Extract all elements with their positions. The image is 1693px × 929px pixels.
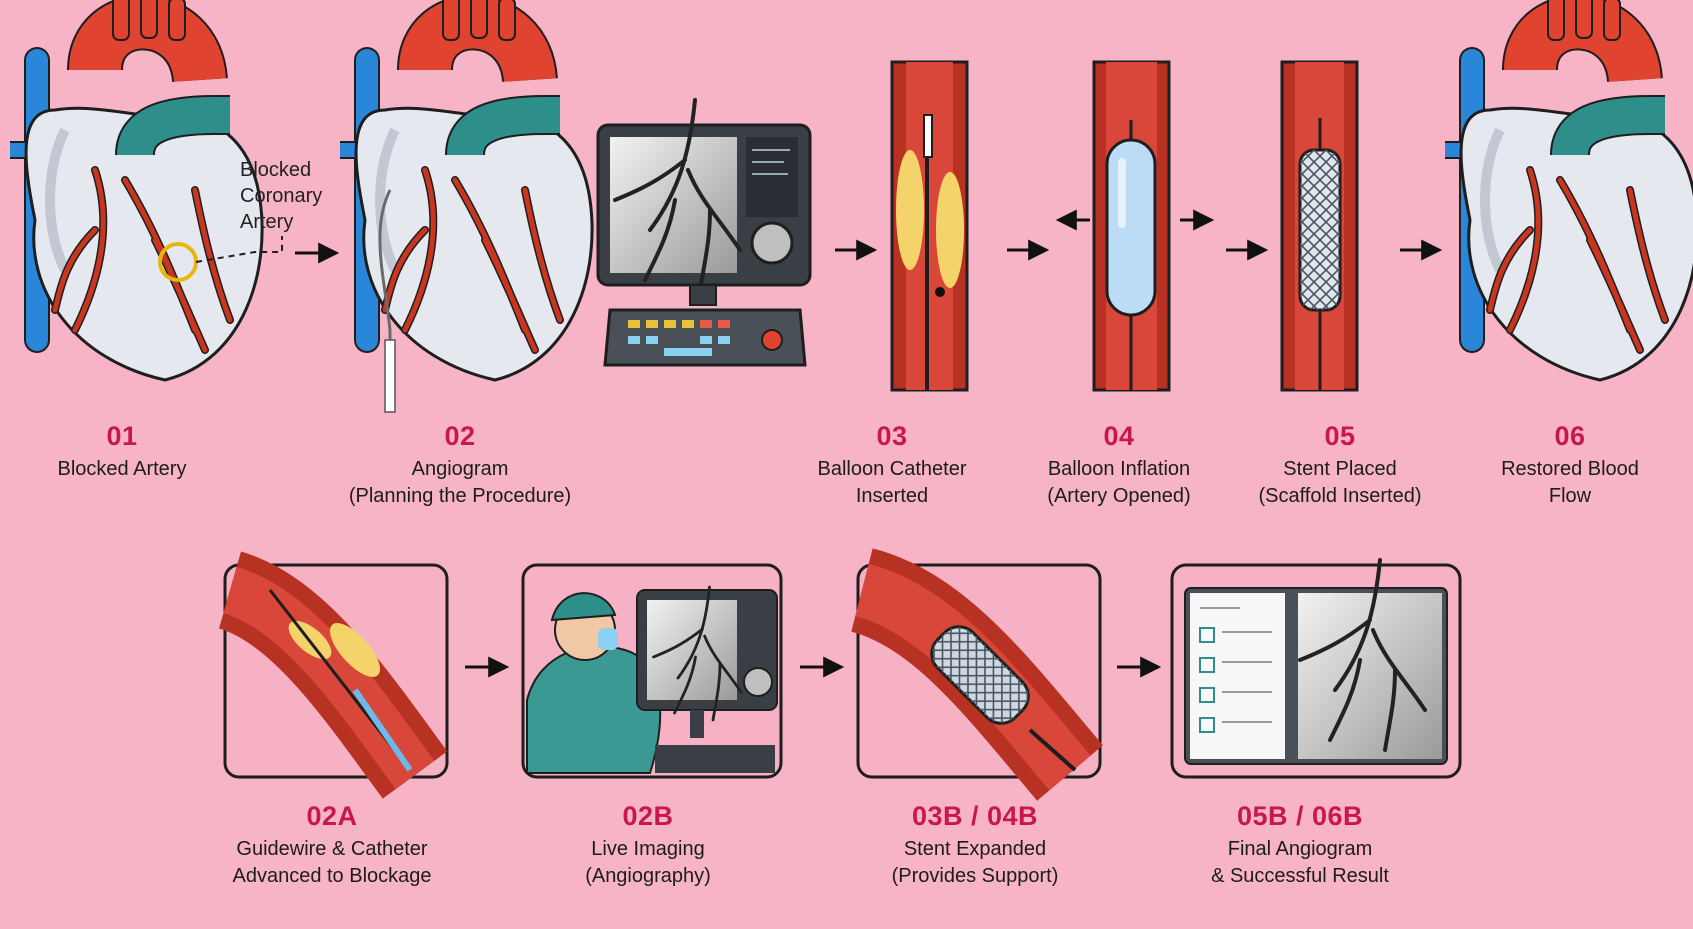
step-caption: Live Imaging (Angiography) (585, 838, 711, 887)
angiography-workstation-illustration (596, 98, 812, 367)
step-caption: Stent Expanded (Provides Support) (891, 838, 1059, 887)
step-03b-04b: 03B / 04B Stent Expanded (Provides Suppo… (892, 800, 1059, 890)
step-number: 04 (1103, 421, 1135, 451)
step-caption: Final Angiogram & Successful Result (1211, 838, 1389, 887)
step-number: 05 (1324, 421, 1356, 451)
step-number: 06 (1554, 421, 1586, 451)
panel-stent-expanded-illustration (849, 548, 1103, 801)
step-caption: Balloon Inflation (Artery Opened) (1047, 458, 1191, 507)
vessel-catheter-illustration (890, 60, 969, 392)
step-caption: Stent Placed (Scaffold Inserted) (1258, 458, 1422, 507)
step-number: 03B / 04B (911, 801, 1039, 831)
step-number: 01 (106, 421, 138, 451)
step-caption: Guidewire & Catheter Advanced to Blockag… (232, 838, 432, 887)
step-02: 02 Angiogram (Planning the Procedure) (349, 420, 571, 510)
step-02a: 02A Guidewire & Catheter Advanced to Blo… (232, 800, 431, 890)
step-caption: Balloon Catheter Inserted (817, 458, 967, 507)
vessel-stent-illustration (1280, 60, 1359, 392)
step-05b-06b: 05B / 06B Final Angiogram & Successful R… (1211, 800, 1389, 890)
step-02b: 02B Live Imaging (Angiography) (585, 800, 711, 890)
step-04: 04 Balloon Inflation (Artery Opened) (1047, 420, 1190, 510)
heart-restored-illustration (1445, 0, 1693, 380)
heart-angiogram-illustration (340, 0, 592, 380)
step-number: 02B (622, 801, 674, 831)
catheter-line (378, 189, 392, 412)
step-number: 02 (444, 421, 476, 451)
panel-guidewire-illustration (217, 551, 449, 799)
heart-blocked-illustration (10, 0, 262, 380)
step-03: 03 Balloon Catheter Inserted (818, 420, 967, 510)
panel-live-imaging-illustration (521, 563, 783, 779)
step-number: 03 (876, 421, 908, 451)
vessel-balloon-illustration (1092, 60, 1171, 392)
step-caption: Restored Blood Flow (1501, 458, 1639, 507)
step-05: 05 Stent Placed (Scaffold Inserted) (1258, 420, 1421, 510)
step-caption: Angiogram (Planning the Procedure) (348, 458, 572, 507)
blocked-artery-callout: Blocked Coronary Artery (240, 159, 323, 233)
panel-final-angiogram-illustration (1170, 558, 1462, 779)
step-caption: Blocked Artery (57, 458, 187, 480)
step-06: 06 Restored Blood Flow (1501, 420, 1639, 510)
step-number: 05B / 06B (1236, 801, 1364, 831)
step-number: 02A (306, 801, 358, 831)
step-01: 01 Blocked Artery (58, 420, 187, 483)
